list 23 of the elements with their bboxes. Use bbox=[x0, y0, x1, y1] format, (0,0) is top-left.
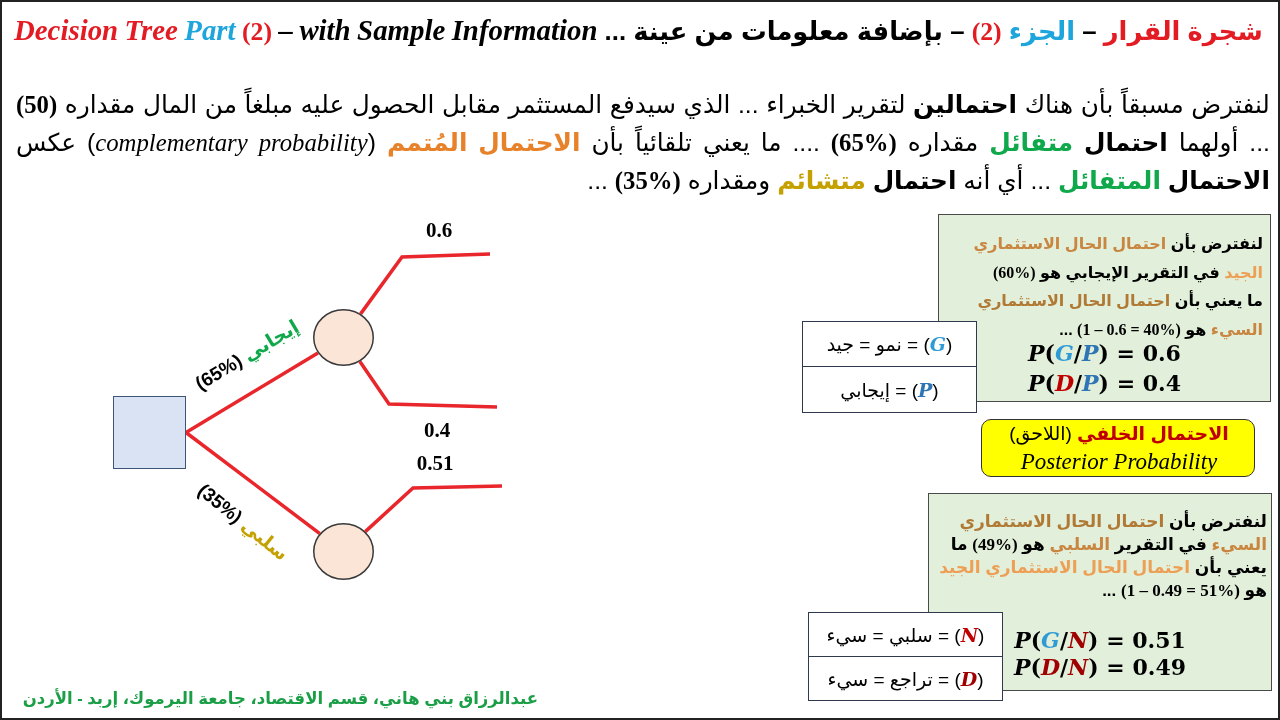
edge-label: 0.51 bbox=[416, 450, 454, 476]
edge-label: 0.6 bbox=[425, 217, 453, 243]
branch-line bbox=[185, 351, 319, 434]
formula: P(G/P) = 0.6 bbox=[1028, 339, 1181, 368]
formula: P(G/N) = 0.51 bbox=[1014, 627, 1186, 654]
formula: P(D/P) = 0.4 bbox=[1027, 369, 1182, 398]
branch-line bbox=[364, 484, 503, 533]
branch-line bbox=[358, 360, 498, 409]
definition-box bbox=[802, 321, 977, 367]
decision-square bbox=[113, 396, 186, 469]
definition-box bbox=[808, 612, 1003, 657]
highlight-box bbox=[981, 419, 1255, 477]
translation-label: Posterior Probability bbox=[1019, 448, 1219, 476]
chance-circle bbox=[313, 523, 374, 580]
chance-circle bbox=[313, 309, 374, 366]
branch-line bbox=[184, 431, 321, 535]
definition-box bbox=[802, 366, 977, 413]
author-credit: عبدالرزاق بني هاني، قسم الاقتصاد، جامعة اليرموك، إربد - الأردن bbox=[21, 687, 538, 711]
formula: P(D/N) = 0.49 bbox=[1014, 654, 1186, 681]
term-label: الاحتمال الخلفي (اللاحق) bbox=[1008, 422, 1230, 447]
branch-line bbox=[359, 252, 491, 315]
edge-label: 0.4 bbox=[423, 417, 451, 443]
definition-box bbox=[808, 656, 1003, 701]
